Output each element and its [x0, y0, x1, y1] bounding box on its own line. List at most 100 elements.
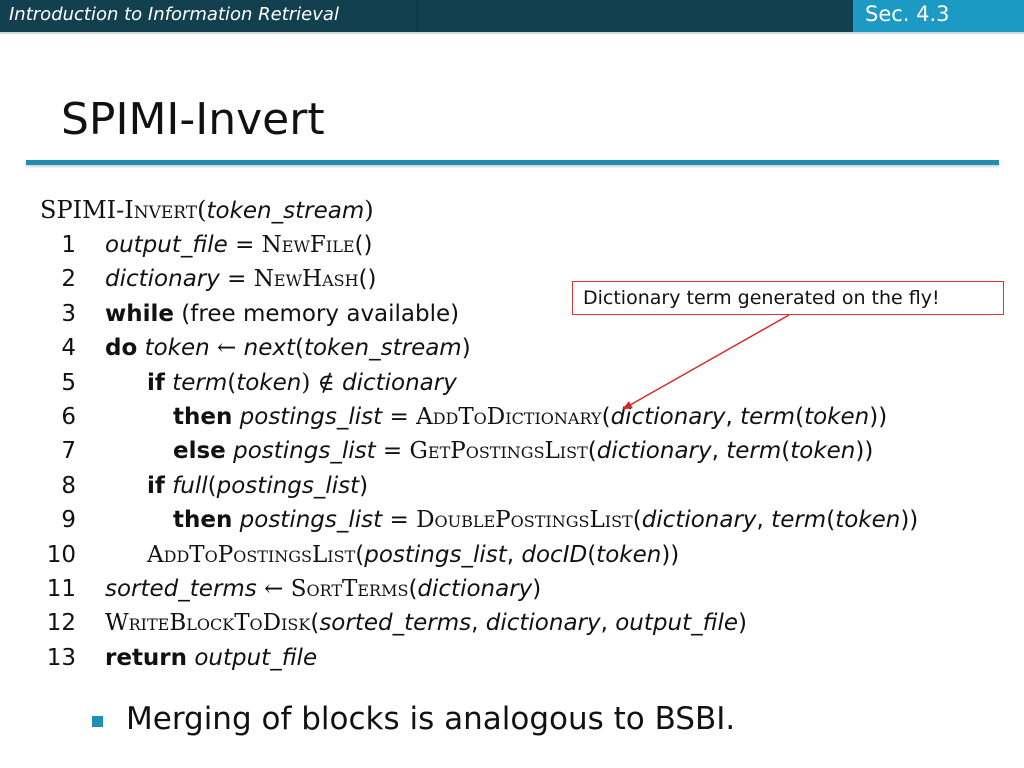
- code-token: dictionary: [596, 438, 712, 465]
- code-token: ,: [711, 438, 727, 465]
- code-token: (: [227, 369, 237, 396]
- code-token: AddToPostingsList: [147, 541, 356, 568]
- code-token: ) ∉: [301, 369, 342, 396]
- code-token: token: [790, 438, 856, 465]
- code-token: postings_list: [232, 404, 383, 430]
- code-token: do: [105, 335, 138, 362]
- code-token: AddToDictionary: [416, 404, 602, 430]
- algorithm-line: output_file = NewFile(): [105, 232, 372, 258]
- code-token: while: [105, 300, 174, 327]
- code-token: token: [804, 404, 870, 430]
- code-token: ): [359, 472, 369, 499]
- header-bar: Introduction to Information Retrieval Se…: [0, 0, 1024, 32]
- slide-title: SPIMI-Invert: [61, 94, 325, 145]
- code-token: token: [137, 335, 210, 362]
- code-token: then: [173, 404, 233, 430]
- code-token: term: [726, 438, 782, 465]
- line-number: 5: [61, 369, 76, 396]
- code-token: dictionary: [641, 507, 757, 534]
- code-token: docID: [521, 541, 588, 568]
- code-token: =: [219, 266, 254, 293]
- code-token: DoublePostingsList: [416, 507, 633, 534]
- line-number: 11: [46, 576, 76, 602]
- code-token: token: [596, 541, 662, 568]
- code-token: (: [408, 576, 418, 602]
- code-token: =: [382, 404, 417, 430]
- algorithm-param: token_stream: [206, 198, 365, 224]
- algorithm-line: AddToPostingsList(postings_list, docID(t…: [147, 542, 679, 568]
- code-token: (: [601, 404, 611, 430]
- code-token: SortTerms: [290, 576, 409, 602]
- code-token: WriteBlockToDisk: [105, 610, 311, 637]
- code-token: (: [587, 438, 597, 465]
- code-token: dictionary: [341, 369, 457, 396]
- line-number: 4: [61, 335, 76, 362]
- code-token: full: [164, 472, 208, 499]
- code-token: ,: [600, 610, 616, 637]
- code-token: then: [173, 507, 233, 534]
- code-token: token_stream: [303, 335, 462, 362]
- header-rule: [0, 32, 1024, 34]
- line-number: 13: [46, 644, 76, 671]
- code-token: dictionary: [485, 610, 601, 637]
- header-divider: [417, 0, 418, 32]
- code-token: NewHash: [253, 266, 359, 293]
- code-token: NewFile: [261, 232, 355, 258]
- algorithm-line: if full(postings_list): [147, 473, 368, 499]
- algorithm-line: do token ← next(token_stream): [105, 335, 471, 361]
- code-token: output_file: [187, 644, 318, 671]
- line-number: 12: [46, 610, 76, 637]
- code-token: ←: [209, 335, 244, 362]
- line-number: 6: [61, 404, 76, 430]
- line-number: 2: [61, 266, 76, 293]
- code-token: if: [147, 472, 165, 499]
- bullet-square-icon: [92, 716, 103, 727]
- code-token: )): [855, 438, 874, 465]
- code-token: ←: [256, 576, 291, 602]
- code-token: dictionary: [417, 576, 533, 602]
- code-token: postings_list: [364, 541, 507, 568]
- code-token: ,: [471, 610, 486, 637]
- code-token: term: [771, 507, 827, 534]
- algorithm-signature: SPIMI-Invert(token_stream): [40, 196, 374, 224]
- algorithm-line: dictionary = NewHash(): [105, 266, 377, 292]
- code-token: output_file: [615, 610, 738, 637]
- code-token: return: [105, 644, 188, 671]
- code-token: sorted_terms: [319, 610, 472, 637]
- algorithm-line: then postings_list = AddToDictionary(dic…: [173, 404, 887, 430]
- algorithm-line: while (free memory available): [105, 301, 459, 327]
- code-token: (): [354, 232, 373, 258]
- code-token: (: [294, 335, 304, 362]
- code-token: (: [355, 541, 365, 568]
- code-token: (: [207, 472, 217, 499]
- code-token: (: [781, 438, 791, 465]
- code-token: if: [147, 369, 165, 396]
- algorithm-line: return output_file: [105, 645, 317, 671]
- algorithm-line: if term(token) ∉ dictionary: [147, 370, 457, 396]
- code-token: )): [661, 541, 680, 568]
- code-token: ): [532, 576, 542, 602]
- line-number: 9: [61, 507, 76, 534]
- code-token: GetPostingsList: [409, 438, 588, 465]
- algorithm-line: WriteBlockToDisk(sorted_terms, dictionar…: [105, 610, 747, 636]
- code-token: term: [164, 369, 228, 396]
- code-token: ,: [725, 404, 741, 430]
- code-token: =: [382, 507, 417, 534]
- code-token: dictionary: [105, 266, 220, 293]
- code-token: postings_list: [216, 472, 360, 499]
- code-token: )): [869, 404, 888, 430]
- algorithm-line: then postings_list = DoublePostingsList(…: [173, 507, 918, 533]
- code-token: sorted_terms: [105, 576, 257, 602]
- section-badge: Sec. 4.3: [853, 0, 1024, 32]
- code-token: (: [795, 404, 805, 430]
- code-token: next: [243, 335, 295, 362]
- code-token: term: [740, 404, 796, 430]
- algorithm-line: else postings_list = GetPostingsList(dic…: [173, 438, 873, 464]
- code-token: (free memory available): [174, 300, 460, 327]
- code-token: output_file: [105, 232, 228, 258]
- code-token: (): [358, 266, 377, 293]
- code-token: dictionary: [610, 404, 726, 430]
- line-number: 3: [61, 300, 76, 327]
- code-token: postings_list: [225, 438, 376, 465]
